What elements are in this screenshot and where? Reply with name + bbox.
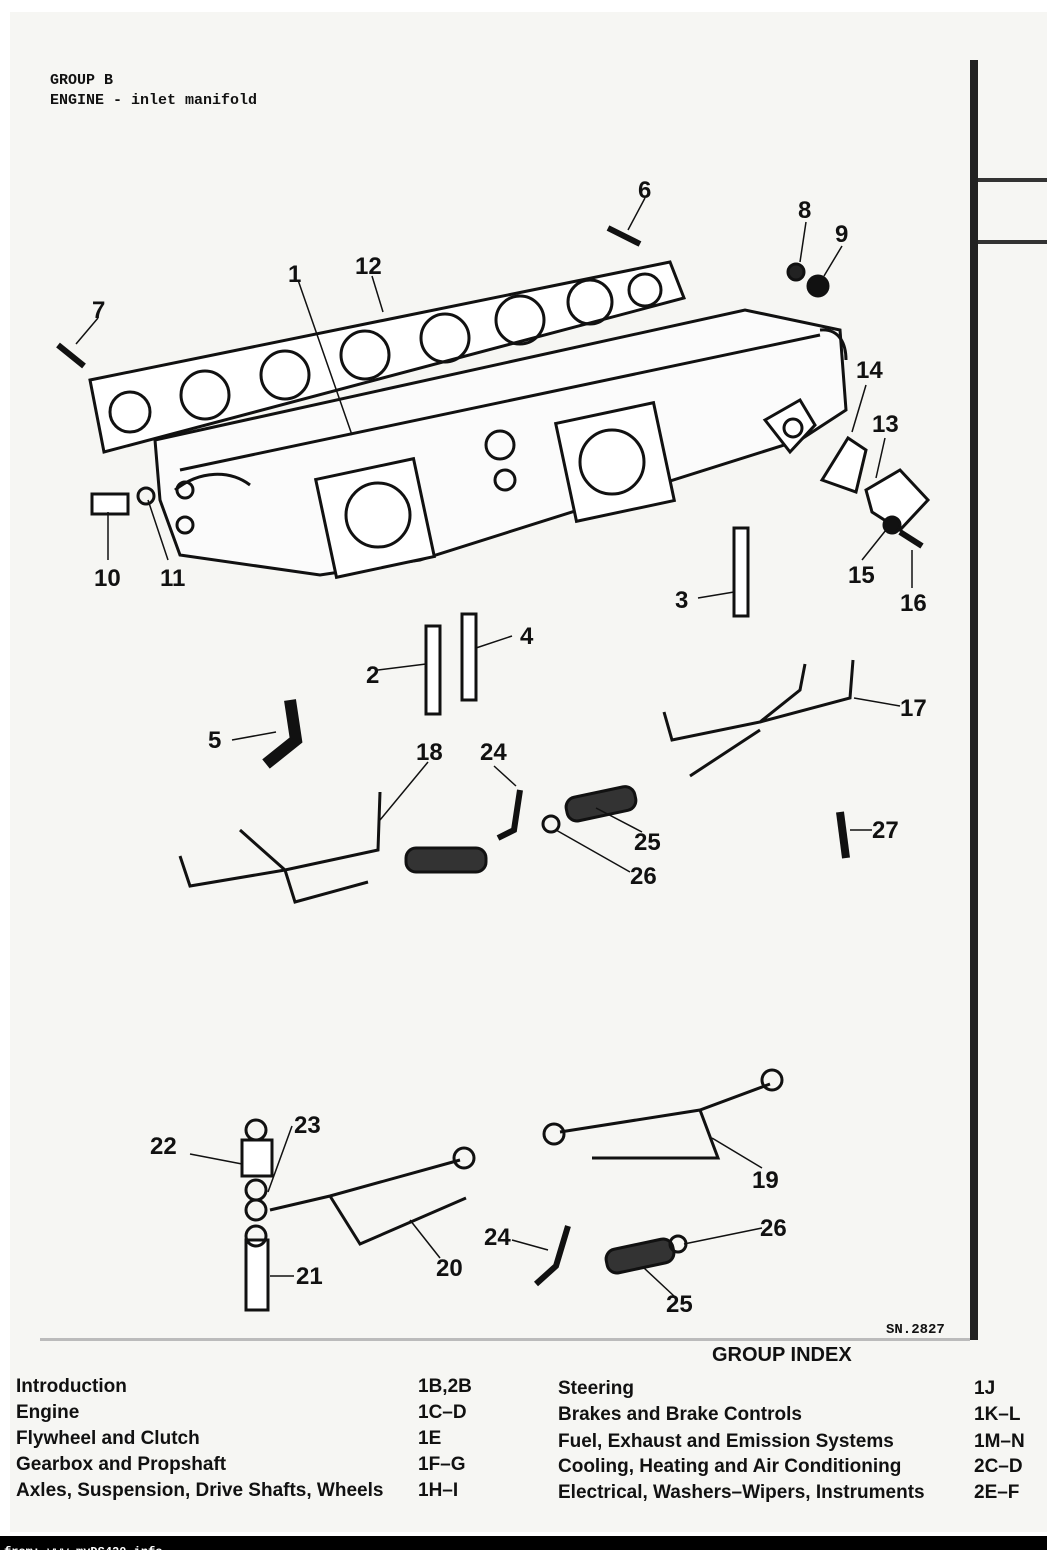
hose-25c (604, 1237, 676, 1275)
pipe-assembly-19 (559, 1082, 771, 1160)
pipe-2 (424, 624, 442, 716)
footer-bar (0, 1536, 1047, 1550)
index-item[interactable]: Cooling, Heating and Air Conditioning (558, 1456, 902, 1477)
page-edge-border (970, 60, 978, 1340)
washer-8 (786, 262, 806, 282)
group-heading: GROUP B (50, 72, 114, 89)
callout-10: 10 (94, 565, 121, 592)
index-item[interactable]: Axles, Suspension, Drive Shafts, Wheels (16, 1480, 384, 1501)
callout-9: 9 (835, 221, 848, 248)
callout-21: 21 (296, 1263, 323, 1290)
elbow-5 (262, 699, 303, 769)
callout-24b: 24 (484, 1224, 511, 1251)
clip-26 (541, 814, 561, 834)
callout-labels: 1 2 3 4 5 6 7 8 9 10 11 12 13 14 15 16 1… (92, 177, 927, 1318)
index-item[interactable]: Flywheel and Clutch (16, 1428, 200, 1449)
index-item[interactable]: Introduction (16, 1376, 127, 1397)
pipe-3 (732, 526, 750, 618)
fitting-27 (836, 811, 850, 859)
index-code: 1F–G (418, 1454, 466, 1475)
source-credit: from: www.myDS420.info (4, 1545, 163, 1559)
index-code: 1K–L (974, 1404, 1021, 1425)
index-item[interactable]: Brakes and Brake Controls (558, 1404, 802, 1425)
stud-7 (56, 342, 86, 369)
group-index-title: GROUP INDEX (712, 1344, 852, 1366)
pipe-assembly-20 (269, 1158, 467, 1246)
hose-25 (404, 846, 488, 874)
callout-22: 22 (150, 1133, 177, 1160)
index-item[interactable]: Engine (16, 1402, 80, 1423)
callout-19: 19 (752, 1167, 779, 1194)
callout-4: 4 (520, 623, 534, 650)
callout-11: 11 (160, 565, 185, 592)
banjo-22 (240, 1138, 274, 1178)
callout-26: 26 (630, 863, 657, 890)
tee-24b (533, 1225, 571, 1287)
gasket-14 (819, 435, 868, 494)
index-code: 1J (974, 1378, 996, 1399)
manifold-gasket (88, 260, 687, 454)
inlet-manifold (153, 308, 848, 580)
callout-1: 1 (288, 261, 301, 288)
callout-5: 5 (208, 727, 221, 754)
index-code: 2E–F (974, 1482, 1020, 1503)
callout-14: 14 (856, 357, 883, 384)
index-item[interactable]: Gearbox and Propshaft (16, 1454, 227, 1475)
washer-11 (136, 486, 156, 506)
drawing-reference: SN.2827 (886, 1322, 945, 1338)
callout-16: 16 (900, 590, 927, 617)
pipe-assembly-18 (178, 791, 382, 904)
callout-25b: 25 (666, 1291, 693, 1318)
callout-24: 24 (480, 739, 507, 766)
index-code: 1H–I (418, 1480, 459, 1501)
index-item[interactable]: Steering (558, 1378, 635, 1399)
callout-26b: 26 (760, 1215, 787, 1242)
callout-23: 23 (294, 1112, 321, 1139)
index-code: 1E (418, 1428, 442, 1449)
callout-27: 27 (872, 817, 899, 844)
bolt-21 (244, 1238, 270, 1312)
callout-7: 7 (92, 297, 105, 324)
nut-9 (806, 274, 830, 298)
callout-15: 15 (848, 562, 875, 589)
callout-6: 6 (638, 177, 651, 204)
callout-3: 3 (675, 587, 688, 614)
plug-10 (90, 492, 130, 516)
index-item[interactable]: Electrical, Washers–Wipers, Instruments (558, 1482, 925, 1503)
callout-8: 8 (798, 197, 811, 224)
callout-13: 13 (872, 411, 899, 438)
tee-24 (496, 789, 523, 841)
callout-20: 20 (436, 1255, 463, 1282)
pipe-assembly-17 (662, 659, 855, 778)
callout-17: 17 (900, 695, 927, 722)
exploded-parts-diagram: 1 2 3 4 5 6 7 8 9 10 11 12 13 14 15 16 1… (56, 177, 931, 1318)
hose-25b (564, 785, 638, 823)
flange-13 (864, 468, 931, 532)
callout-25: 25 (634, 829, 661, 856)
index-code: 2C–D (974, 1456, 1023, 1477)
tab-divider (978, 178, 1047, 182)
tab-divider (978, 240, 1047, 244)
stud-6 (606, 225, 642, 247)
section-heading: ENGINE - inlet manifold (50, 92, 258, 109)
index-code: 1M–N (974, 1431, 1025, 1452)
index-code: 1C–D (418, 1402, 467, 1423)
callout-12: 12 (355, 253, 382, 280)
pipe-4 (460, 612, 478, 702)
callout-2: 2 (366, 662, 379, 689)
manual-page (10, 12, 1047, 1532)
callout-18: 18 (416, 739, 443, 766)
index-item[interactable]: Fuel, Exhaust and Emission Systems (558, 1431, 894, 1452)
washer-15 (882, 515, 902, 535)
index-code: 1B,2B (418, 1376, 472, 1397)
divider (40, 1338, 970, 1341)
bolt-16 (898, 529, 924, 549)
